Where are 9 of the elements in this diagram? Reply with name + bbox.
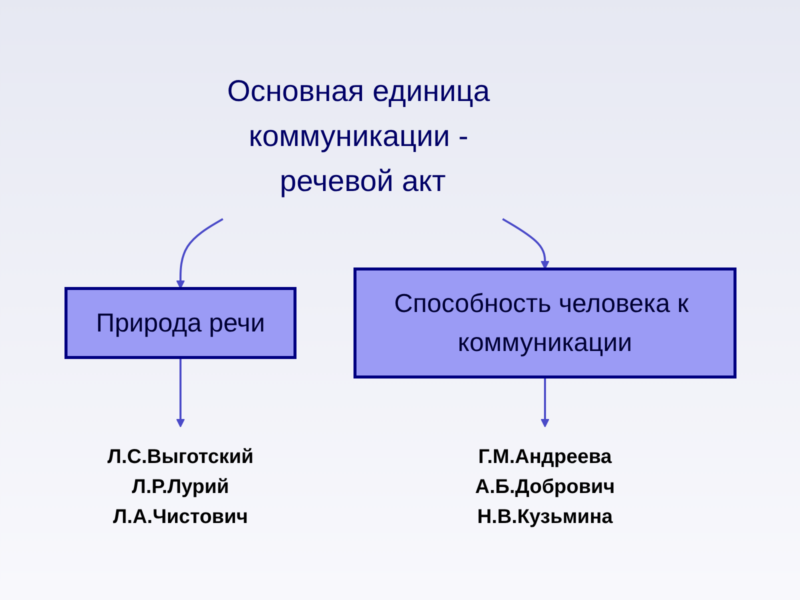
arrow (176, 218, 223, 288)
node-text: Основная единица коммуникации - речевой акт (226, 74, 490, 198)
node-text: Л.С.Выготский Л.Р.Лурий Л.А.Чистович (106, 446, 254, 528)
node-box: Способность человека к коммуникации (353, 267, 736, 378)
arrow (502, 218, 549, 269)
node-box: Природа речи (64, 286, 296, 358)
arrow (540, 376, 549, 427)
arrow (176, 357, 184, 427)
node-text: Г.М.Андреева А.Б.Добрович Н.В.Кузьмина (474, 446, 614, 528)
